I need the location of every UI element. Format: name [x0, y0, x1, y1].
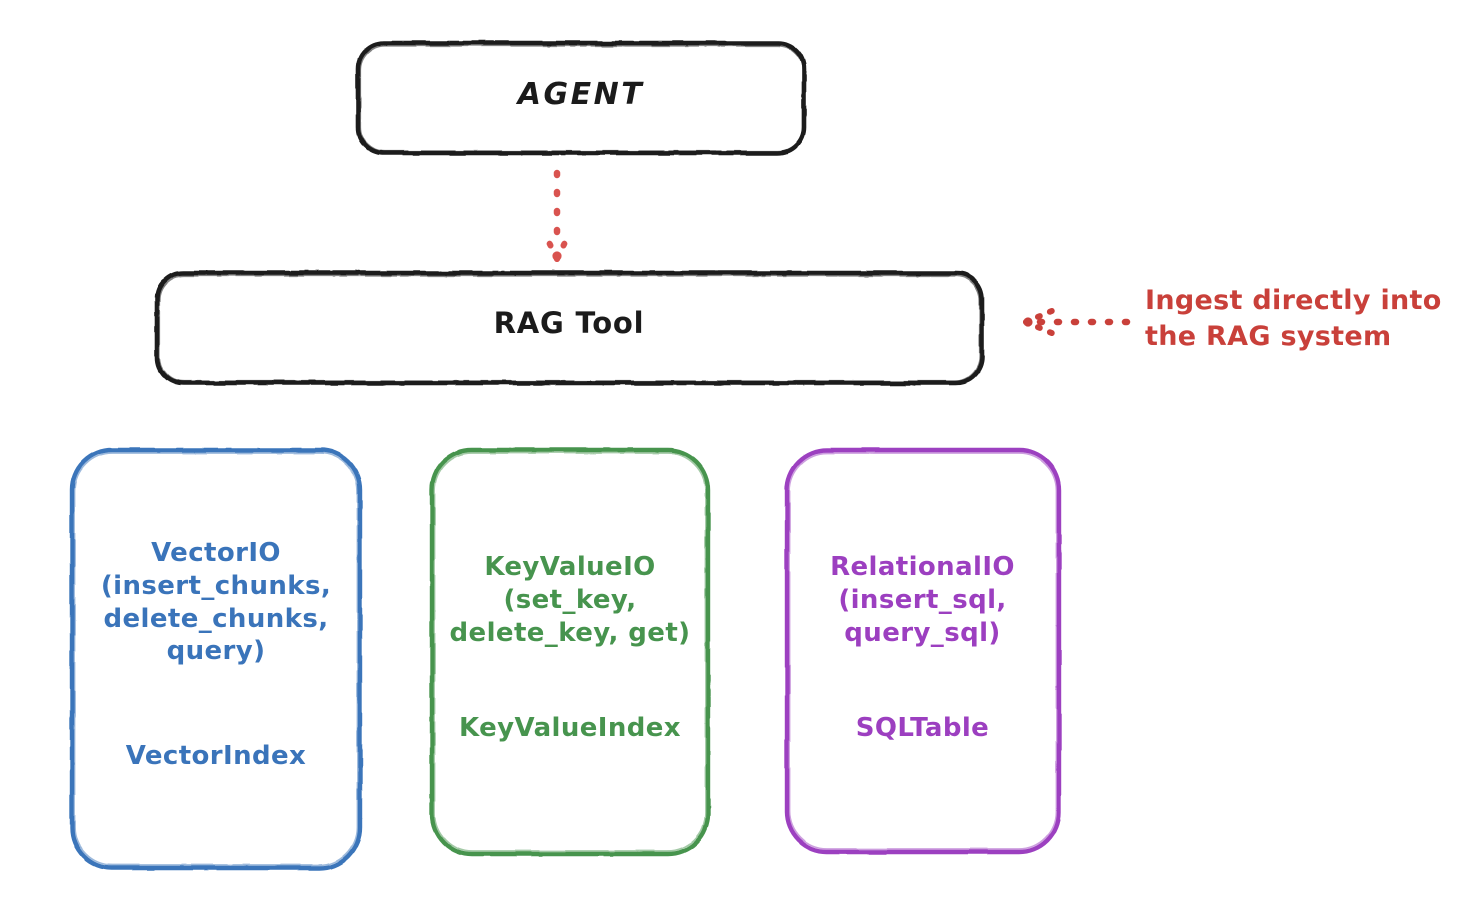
rag-tool-label: RAG Tool [493, 306, 645, 340]
agent-node[interactable] [358, 43, 804, 153]
relational-io-api-label: RelationalIO (insert_sql, query_sql) [830, 552, 1015, 648]
ingest-annotation-text: Ingest directly into the RAG system [1145, 285, 1442, 352]
ingest-arrow [1023, 307, 1138, 337]
relational-io-node[interactable] [787, 450, 1059, 852]
sql-table-label: SQLTable [855, 713, 990, 743]
key-value-io-node[interactable] [432, 450, 708, 854]
vector-io-node[interactable] [72, 450, 360, 868]
vector-index-label: VectorIndex [125, 741, 307, 771]
vector-io-api-label: VectorIO (insert_chunks, delete_chunks, … [100, 538, 332, 667]
rag-tool-node[interactable] [157, 273, 982, 383]
key-value-index-label: KeyValueIndex [459, 713, 681, 743]
agent-to-ragtool-arrow [541, 169, 573, 262]
key-value-io-api-label: KeyValueIO (set_key, delete_key, get) [449, 552, 691, 648]
agent-label: AGENT [517, 77, 645, 112]
